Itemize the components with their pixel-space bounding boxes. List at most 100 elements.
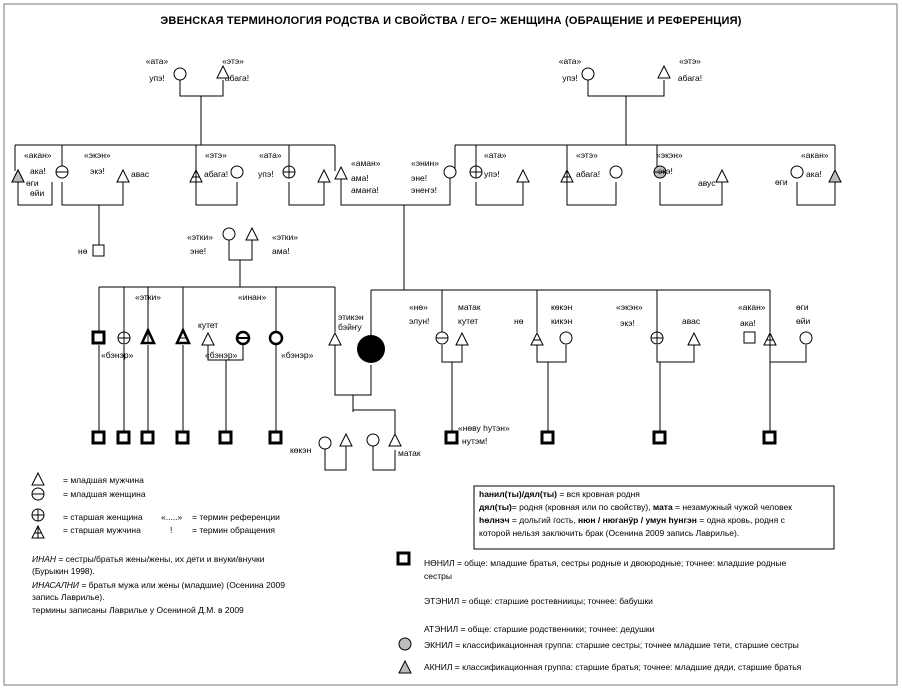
couple-bracket	[796, 182, 836, 206]
young-man-symbol	[116, 168, 130, 183]
elder-man-symbol	[828, 168, 842, 183]
diagram-frame	[3, 3, 898, 686]
grandfather-symbol	[657, 64, 671, 79]
svg-text:упэ!: упэ!	[484, 169, 500, 179]
svg-text:упэ!: упэ!	[258, 169, 274, 179]
svg-text:бэйҥу: бэйҥу	[338, 322, 362, 332]
svg-text:«этэ»: «этэ»	[576, 150, 598, 160]
husband-siblings-line	[98, 286, 336, 332]
svg-text:өйи: өйи	[30, 188, 44, 198]
grandparents-right: «ата» упэ! «этэ» абага!	[559, 56, 702, 145]
svg-text:матак: матак	[398, 448, 421, 458]
parents-labels: «акан» ака! өги өйи «экэн» экэ! авас «эт…	[24, 150, 829, 256]
svg-text:!: !	[170, 525, 172, 535]
svg-text:сестры: сестры	[424, 571, 452, 581]
svg-text:«аман»: «аман»	[351, 158, 381, 168]
children-symbols	[91, 395, 777, 471]
legend-symbols: = младшая мужчина = младшая женщина = ст…	[31, 471, 280, 539]
man-symbol	[317, 168, 331, 183]
svg-text:«экэн»: «экэн»	[616, 302, 643, 312]
svg-text:элун!: элун!	[409, 316, 429, 326]
svg-text:эне!: эне!	[190, 246, 206, 256]
svg-text:ака!: ака!	[30, 166, 46, 176]
svg-text:өги: өги	[26, 178, 39, 188]
svg-text:которой нельзя заключить брак: которой нельзя заключить брак (Осенина 2…	[479, 528, 739, 538]
mother-symbol	[443, 165, 457, 179]
couple-bracket	[536, 345, 567, 432]
svg-text:энеҥэ!: энеҥэ!	[411, 185, 437, 195]
man-symbol	[715, 168, 729, 183]
svg-text:ака!: ака!	[806, 169, 822, 179]
couple-bracket	[61, 182, 124, 245]
svg-text:авас: авас	[682, 316, 701, 326]
svg-text:эне!: эне!	[411, 173, 427, 183]
couple-bracket	[566, 182, 617, 206]
svg-text:«бэнэр»: «бэнэр»	[205, 350, 238, 360]
svg-text:«ата»: «ата»	[484, 150, 507, 160]
svg-text:һанил(ты)/дял(ты) = вся кровна: һанил(ты)/дял(ты) = вся кровная родня	[479, 489, 640, 499]
svg-text:экэ!: экэ!	[658, 166, 673, 176]
svg-text:өги: өги	[775, 177, 788, 187]
couple-bracket	[288, 182, 325, 206]
svg-text:«нөву һутэн»: «нөву һутэн»	[458, 423, 510, 433]
ego-gen-labels: «этки» «инан» «бэнэр» кутет «бэнэр» «бэн…	[101, 292, 810, 360]
parents-right-sibling-line	[454, 144, 836, 171]
grandfather-ref-label: «этэ»	[679, 56, 701, 66]
grandmother-symbol	[581, 67, 595, 81]
grandparents-left: «ата» упэ! «этэ» абага!	[146, 56, 249, 145]
svg-text:ама!: ама!	[351, 173, 369, 183]
svg-text:«.....»: «.....»	[161, 512, 183, 522]
svg-text:кутет: кутет	[458, 316, 478, 326]
svg-text:авас: авас	[131, 169, 150, 179]
grandparents-left-lines	[179, 80, 224, 145]
svg-text:авус: авус	[698, 178, 716, 188]
svg-text:ама!: ама!	[272, 246, 290, 256]
svg-text:көкэн: көкэн	[290, 445, 312, 455]
svg-text:«инан»: «инан»	[238, 292, 267, 302]
couple-bracket	[441, 345, 463, 432]
svg-text:ИНАСАЛНИ = братья мужа или жен: ИНАСАЛНИ = братья мужа или жены (младшие…	[32, 580, 285, 590]
couple-bracket	[656, 345, 695, 432]
svg-text:дял(ты)= родня (кровная или по: дял(ты)= родня (кровная или по свойству)…	[479, 502, 792, 512]
svg-text:кутет: кутет	[198, 320, 218, 330]
svg-text:«этэ»: «этэ»	[205, 150, 227, 160]
definitions-box: һанил(ты)/дял(ты) = вся кровная родня дя…	[473, 485, 835, 550]
svg-text:ЭТЭНИЛ = обще: старшие ростевн: ЭТЭНИЛ = обще: старшие ростевниицы; точн…	[424, 596, 653, 606]
woman-symbol	[790, 165, 804, 179]
woman-symbol	[609, 165, 623, 179]
ego-symbol	[357, 335, 385, 363]
couple-bracket	[659, 182, 723, 206]
svg-text:= младшая мужчина: = младшая мужчина	[63, 475, 144, 485]
svg-text:өги: өги	[796, 302, 809, 312]
svg-text:«бэнэр»: «бэнэр»	[101, 350, 134, 360]
svg-text:кикэн: кикэн	[551, 316, 573, 326]
child-lines	[98, 345, 277, 432]
grandmother-address-label: упэ!	[562, 73, 578, 83]
svg-text:экэ!: экэ!	[90, 166, 105, 176]
husband-parents: «этки» эне! «этки» ама!	[187, 226, 298, 287]
couple-bracket	[17, 182, 53, 206]
svg-text:нө: нө	[514, 316, 524, 326]
grandfather-ref-label: «этэ»	[222, 56, 244, 66]
svg-text:«этки»: «этки»	[272, 232, 298, 242]
children-labels: көкэн матак «нөву һутэн» нутэм!	[290, 423, 510, 458]
grandparents-right-lines	[587, 80, 665, 145]
diagram-title: ЭВЕНСКАЯ ТЕРМИНОЛОГИЯ РОДСТВА И СВОЙСТВА…	[160, 14, 741, 27]
grandfather-address-label: абага!	[678, 73, 702, 83]
svg-text:экэ!: экэ!	[620, 318, 635, 328]
svg-text:«энин»: «энин»	[411, 158, 439, 168]
svg-text:= старшая женщина: = старшая женщина	[63, 512, 143, 522]
parents-left-sibling-line	[14, 144, 336, 171]
svg-text:«экэн»: «экэн»	[84, 150, 111, 160]
couple-bracket	[769, 345, 807, 432]
svg-text:(Бурыкин 1998).: (Бурыкин 1998).	[32, 566, 95, 576]
svg-text:нутэм!: нутэм!	[462, 436, 487, 446]
couple-bracket	[207, 345, 244, 432]
svg-text:= термин референции: = термин референции	[192, 512, 280, 522]
couple-bracket	[475, 182, 524, 206]
grandmother-ref-label: «ата»	[559, 56, 582, 66]
svg-text:матак: матак	[458, 302, 481, 312]
couple-bracket	[195, 182, 238, 206]
svg-text:«акан»: «акан»	[24, 150, 52, 160]
svg-text:запись Лаврилье).: запись Лаврилье).	[32, 592, 105, 602]
